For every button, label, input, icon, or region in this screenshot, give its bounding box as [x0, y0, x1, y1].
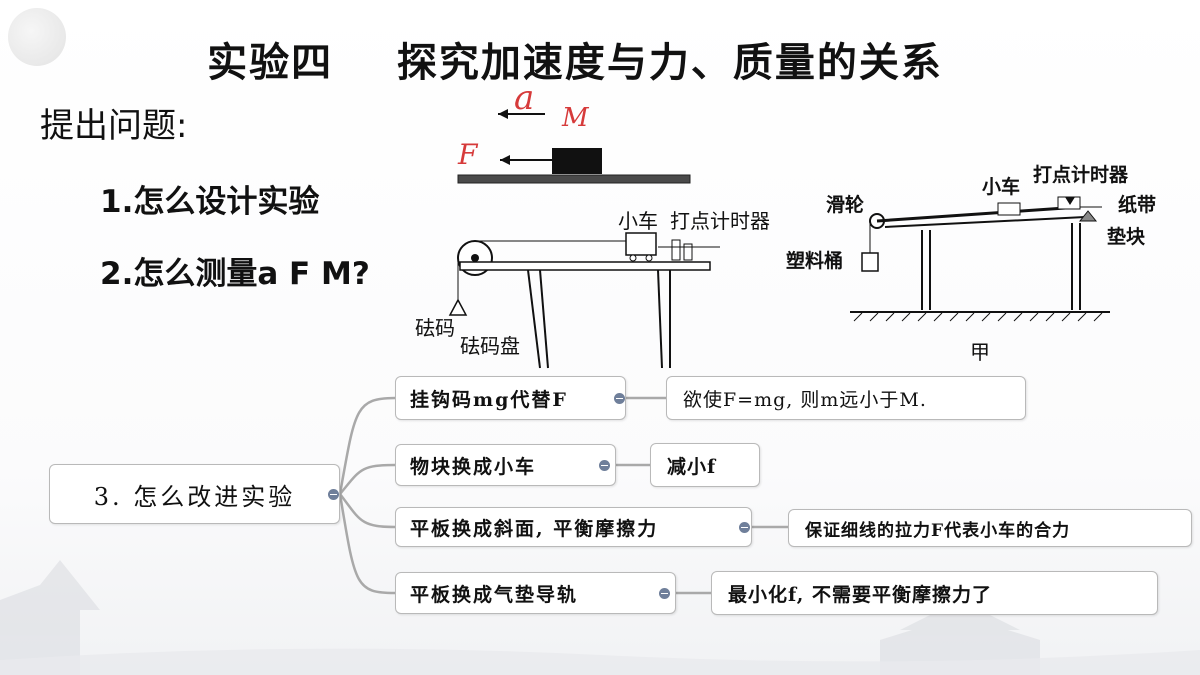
label-cart-left: 小车 [618, 209, 658, 233]
mindmap-branch-1[interactable]: 挂钩码mg代替F [395, 376, 626, 420]
figure-caption: 甲 [970, 340, 990, 364]
collapse-branch-3-icon[interactable] [739, 522, 750, 533]
mindmap-branch-2[interactable]: 物块换成小车 [395, 444, 616, 486]
section-heading: 提出问题: [40, 106, 188, 146]
collapse-branch-2-icon[interactable] [599, 460, 610, 471]
detail-1-label: 欲使F=mg, 则m远小于M. [683, 388, 927, 411]
connector-branch-1 [338, 396, 396, 495]
connector-branch-3 [339, 493, 396, 529]
connector-branch-2 [339, 463, 396, 495]
track-right [876, 205, 1081, 223]
force-diagram [457, 109, 691, 184]
mindmap-root-label: 3. 怎么改进实验 [93, 482, 296, 511]
mindmap-detail-2[interactable]: 减小f [650, 443, 760, 487]
plastic-bucket [861, 252, 879, 272]
label-tape: 纸带 [1118, 194, 1157, 216]
label-block: 垫块 [1107, 226, 1146, 248]
apparatus-right-diagram [850, 196, 1110, 322]
branch-4-label: 平板换成气垫导轨 [410, 583, 579, 606]
cart-right [997, 202, 1021, 216]
page-title: 实验四 探究加速度与力、质量的关系 [207, 40, 943, 86]
mass-label: M [562, 103, 589, 133]
block-mass [552, 148, 602, 174]
label-timer-left: 打点计时器 [670, 209, 770, 233]
mindmap-branch-4[interactable]: 平板换成气垫导轨 [395, 572, 676, 614]
question-2: 2.怎么测量a F M? [100, 256, 370, 292]
weight-pan [448, 298, 468, 316]
force-label: F [458, 138, 478, 171]
label-pulley-right: 滑轮 [826, 194, 865, 216]
collapse-branch-4-icon[interactable] [659, 588, 670, 599]
moon-decoration [8, 8, 66, 66]
question-1: 1.怎么设计实验 [100, 184, 320, 220]
cart-left [625, 232, 657, 256]
label-timer-right: 打点计时器 [1033, 164, 1129, 186]
track-left [459, 261, 711, 271]
force-arrow-head [500, 155, 510, 165]
collapse-root-icon[interactable] [328, 489, 339, 500]
label-bucket: 塑料桶 [786, 250, 844, 272]
accel-label: a [514, 78, 535, 118]
mindmap-detail-3[interactable]: 保证细线的拉力F代表小车的合力 [788, 509, 1192, 547]
mindmap-branch-3[interactable]: 平板换成斜面, 平衡摩擦力 [395, 507, 752, 547]
accel-arrow-head [498, 109, 508, 119]
label-weight-pan: 砝码盘 [460, 334, 520, 358]
branch-1-label: 挂钩码mg代替F [410, 388, 568, 411]
detail-3-label: 保证细线的拉力F代表小车的合力 [805, 520, 1071, 541]
wedge-block [1078, 210, 1098, 222]
surface-board [457, 174, 691, 184]
connector-branch-4 [338, 493, 396, 595]
mindmap-detail-4[interactable]: 最小化f, 不需要平衡摩擦力了 [711, 571, 1158, 615]
detail-2-label: 减小f [667, 455, 717, 478]
mindmap-root[interactable]: 3. 怎么改进实验 [49, 464, 340, 524]
mindmap-detail-1[interactable]: 欲使F=mg, 则m远小于M. [666, 376, 1026, 420]
detail-4-label: 最小化f, 不需要平衡摩擦力了 [728, 583, 992, 606]
branch-2-label: 物块换成小车 [410, 455, 537, 478]
apparatus-left-diagram [448, 232, 720, 369]
branch-3-label: 平板换成斜面, 平衡摩擦力 [410, 517, 659, 540]
label-weights: 砝码 [415, 316, 455, 340]
collapse-branch-1-icon[interactable] [614, 393, 625, 404]
label-cart-right: 小车 [982, 176, 1021, 198]
